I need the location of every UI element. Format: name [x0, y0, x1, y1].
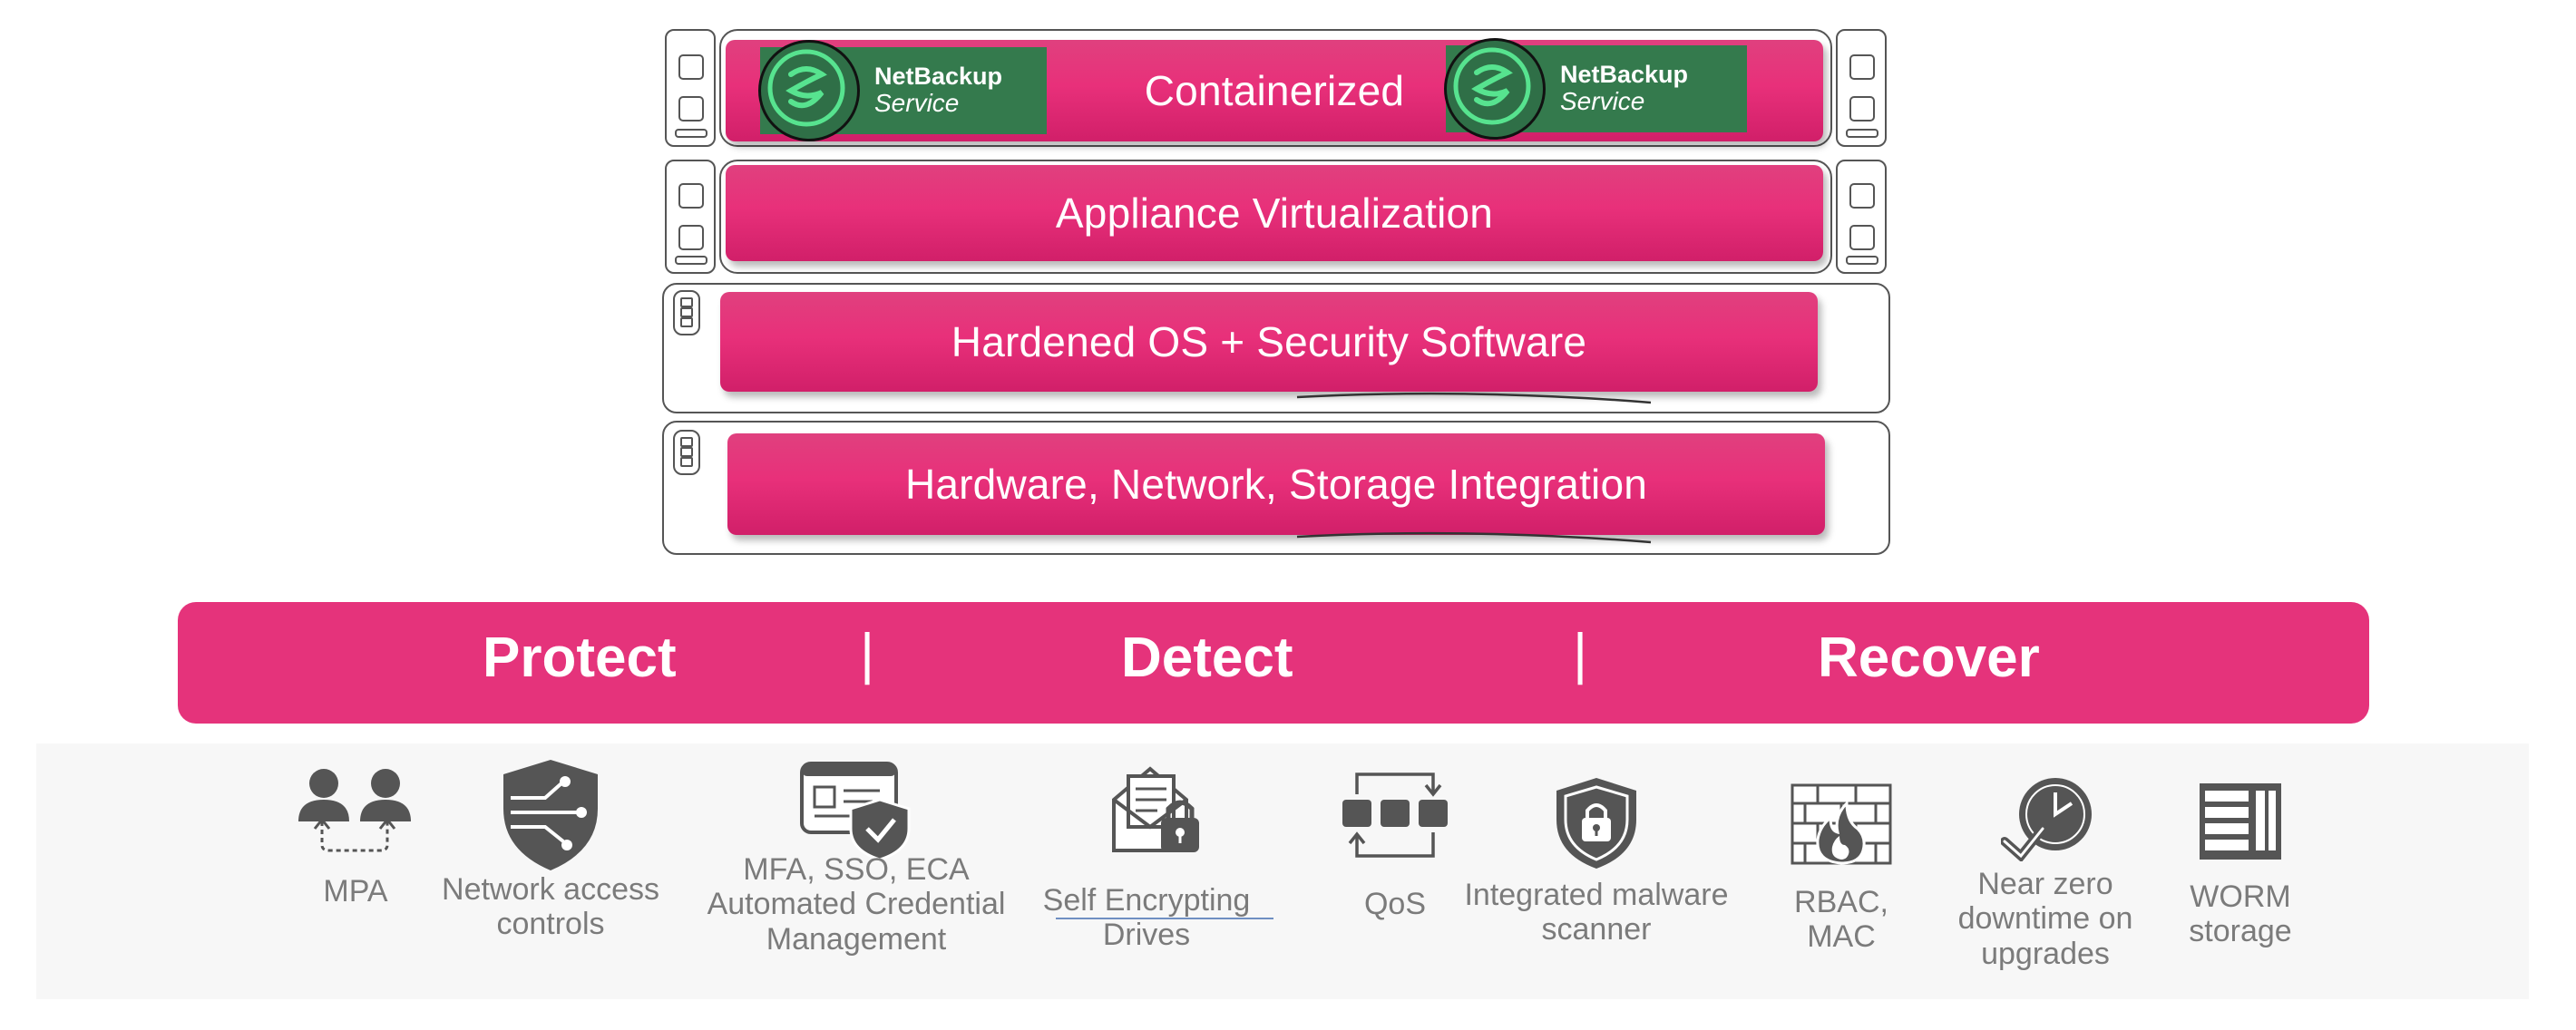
rack-ear-right-1 — [1836, 29, 1887, 147]
feature-rbac-mac: RBAC, MAC — [1732, 743, 1950, 997]
hardware-label: Hardware, Network, Storage Integration — [904, 461, 1648, 508]
worm-storage-label: WORM storage — [2189, 879, 2292, 949]
recover-label: Recover — [1818, 627, 2040, 689]
feature-mpa: MPA — [247, 743, 464, 997]
feature-strip: MPA Network access controls MFA, SSO, EC… — [36, 743, 2529, 999]
band-separator: | — [860, 623, 875, 685]
feature-network-access-controls: Network access controls — [392, 743, 709, 997]
feature-worm-storage: WORM storage — [2141, 743, 2340, 997]
label-underline — [1056, 918, 1273, 919]
netbackup-subtitle: Service — [1560, 87, 1645, 116]
feature-near-zero-downtime: Near zero downtime on upgrades — [1914, 743, 2177, 997]
feature-label: Integrated malware scanner — [1464, 878, 1729, 947]
hardened-os-label: Hardened OS + Security Software — [951, 318, 1587, 365]
feature-label: Near zero downtime on upgrades — [1914, 867, 2177, 971]
locked-document-icon — [1112, 766, 1199, 852]
netbackup-logo-icon — [1444, 38, 1546, 140]
network-shield-icon — [503, 760, 598, 870]
self-encrypting-drives-label: Self Encrypting Drives — [1042, 883, 1251, 953]
netbackup-title: NetBackup — [874, 62, 1003, 90]
near-zero-downtime-label: Near zero downtime on upgrades — [1957, 867, 2133, 971]
hardware-bar: Hardware, Network, Storage Integration — [727, 433, 1825, 535]
rack-feet-line — [1296, 531, 1652, 544]
qos-flow-icon — [1342, 772, 1448, 858]
rack-feet-line — [1296, 392, 1652, 404]
netbackup-service-left: NetBackup Service — [758, 40, 1047, 141]
hardened-os-bar: Hardened OS + Security Software — [720, 292, 1818, 392]
protect-detect-recover-band: Protect | Detect | Recover — [178, 602, 2369, 724]
feature-qos: QoS — [1295, 743, 1495, 997]
rbac-mac-label: RBAC, MAC — [1794, 885, 1888, 955]
feature-self-encrypting-drives: Self Encrypting Drives — [1010, 743, 1283, 997]
band-separator: | — [1573, 623, 1588, 685]
netbackup-title: NetBackup — [1560, 60, 1689, 88]
rack-led-icon — [673, 430, 700, 475]
containerized-label: Containerized — [1144, 67, 1405, 114]
protect-label: Protect — [483, 627, 677, 689]
netbackup-subtitle: Service — [874, 89, 960, 118]
feature-label: RBAC, MAC — [1732, 885, 1950, 955]
virtualization-label: Appliance Virtualization — [1055, 189, 1494, 237]
feature-label: QoS — [1363, 887, 1427, 921]
feature-label: Network access controls — [442, 872, 659, 942]
firewall-icon — [1791, 783, 1892, 865]
feature-label: Self Encrypting Drives — [1010, 883, 1283, 953]
feature-credential-management: MFA, SSO, ECA Automated Credential Manag… — [693, 743, 1020, 997]
rack-ear-left-1 — [665, 29, 716, 147]
feature-label: WORM storage — [2141, 879, 2340, 949]
feature-label: MFA, SSO, ECA Automated Credential Manag… — [707, 852, 1006, 957]
storage-server-icon — [2200, 783, 2281, 860]
netbackup-logo-icon — [758, 40, 860, 141]
clock-check-icon — [2001, 778, 2092, 861]
feature-label: MPA — [323, 874, 388, 909]
credential-shield-icon — [800, 762, 911, 861]
rack-led-icon — [673, 290, 700, 335]
virtualization-bar: Appliance Virtualization — [726, 165, 1823, 261]
netbackup-service-right: NetBackup Service — [1444, 38, 1747, 140]
lock-shield-icon — [1556, 778, 1636, 869]
feature-malware-scanner: Integrated malware scanner — [1451, 743, 1742, 997]
people-approval-icon — [298, 769, 411, 852]
rack-ear-left-2 — [665, 160, 716, 274]
detect-label: Detect — [1121, 627, 1293, 689]
rack-ear-right-2 — [1836, 160, 1887, 274]
